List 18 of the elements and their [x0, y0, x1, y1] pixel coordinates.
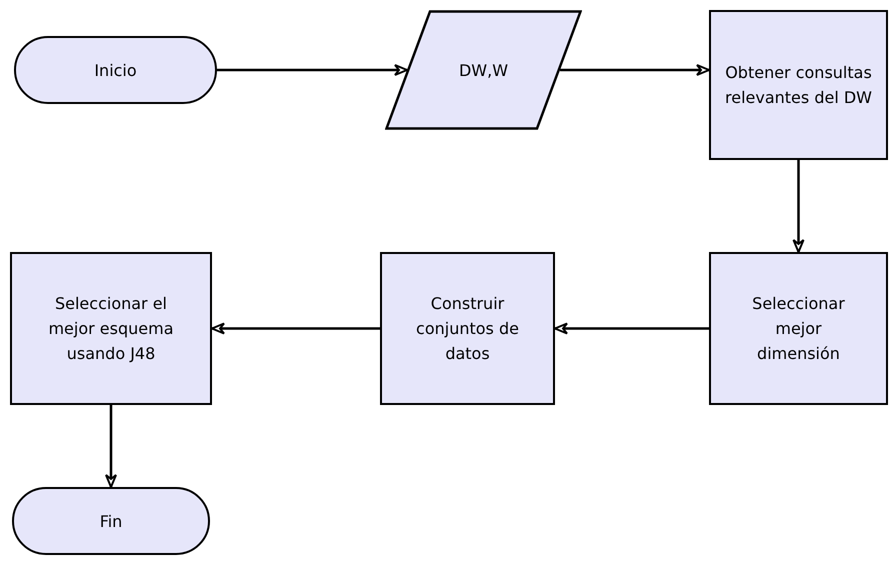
- process-box: [709, 252, 888, 405]
- process-box: [709, 10, 888, 160]
- node-label: Construir conjuntos de datos: [415, 293, 520, 365]
- node-label: Seleccionar el mejor esquema usando J48: [47, 293, 175, 365]
- arrow: [792, 160, 804, 253]
- node-label: Obtener consultas relevantes del DW: [724, 62, 873, 109]
- data-parallelogram: [385, 10, 582, 130]
- node-label: Seleccionar mejor dimensión: [751, 293, 846, 365]
- arrow: [217, 64, 408, 76]
- node-label: Fin: [100, 510, 122, 532]
- node-label: DW,W: [458, 60, 508, 82]
- arrow: [211, 322, 380, 334]
- process-box: [10, 252, 212, 405]
- process-box: [380, 252, 555, 405]
- arrow: [554, 322, 709, 334]
- node-label: Inicio: [94, 60, 137, 82]
- arrow: [560, 64, 710, 76]
- arrow: [105, 405, 117, 488]
